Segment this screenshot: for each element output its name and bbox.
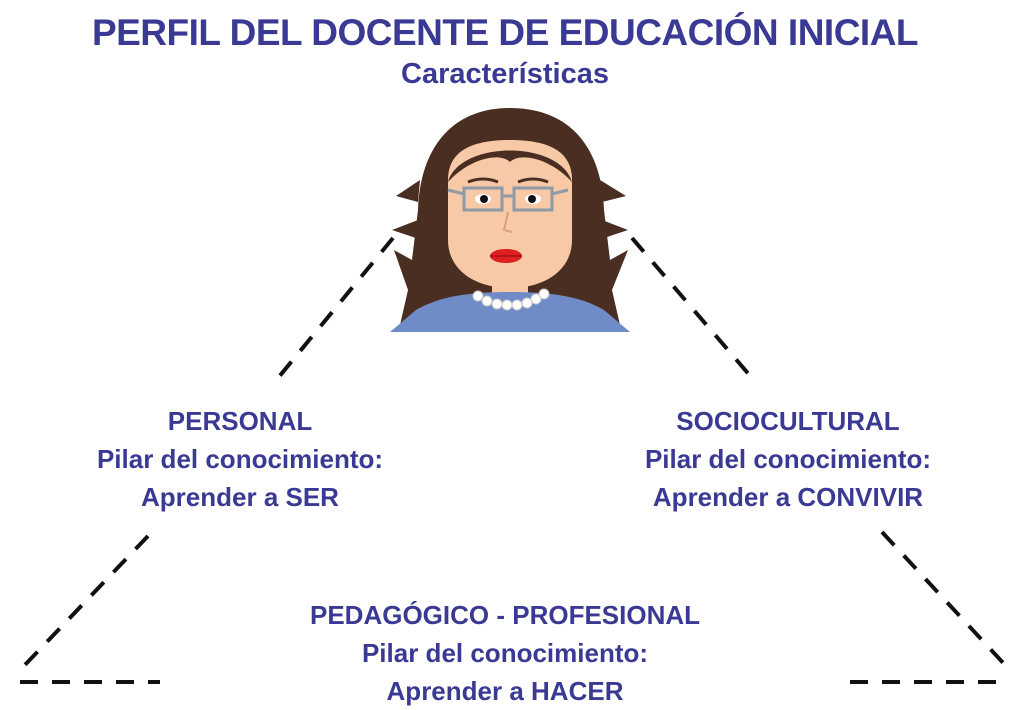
dimension-name: PEDAGÓGICO - PROFESIONAL xyxy=(309,600,701,630)
edge-right-lower xyxy=(880,530,1008,668)
edge-left-lower xyxy=(20,534,150,670)
face xyxy=(448,140,572,288)
pillar-label: Pilar del conocimiento: xyxy=(644,444,932,474)
edge-left-upper xyxy=(276,236,395,380)
page-title: PERFIL DEL DOCENTE DE EDUCACIÓN INICIAL xyxy=(91,12,919,53)
glasses xyxy=(447,186,569,212)
teacher-face-icon xyxy=(390,108,630,332)
dimension-sociocultural: SOCIOCULTURAL Pilar del conocimiento: Ap… xyxy=(578,402,998,516)
shirt xyxy=(390,292,630,332)
pillar-label: Pilar del conocimiento: xyxy=(96,444,384,474)
dimension-name: SOCIOCULTURAL xyxy=(676,406,900,436)
pillar-value: Aprender a SER xyxy=(141,482,339,512)
page-subtitle: Características xyxy=(401,58,609,90)
dimension-personal: PERSONAL Pilar del conocimiento: Aprende… xyxy=(30,402,450,516)
dimension-pedagogico-profesional: PEDAGÓGICO - PROFESIONAL Pilar del conoc… xyxy=(225,596,785,710)
pillar-label: Pilar del conocimiento: xyxy=(361,638,649,668)
edge-right-upper xyxy=(630,236,754,380)
pillar-value: Aprender a CONVIVIR xyxy=(652,482,924,512)
pillar-value: Aprender a HACER xyxy=(386,676,624,706)
dimension-name: PERSONAL xyxy=(167,406,313,436)
